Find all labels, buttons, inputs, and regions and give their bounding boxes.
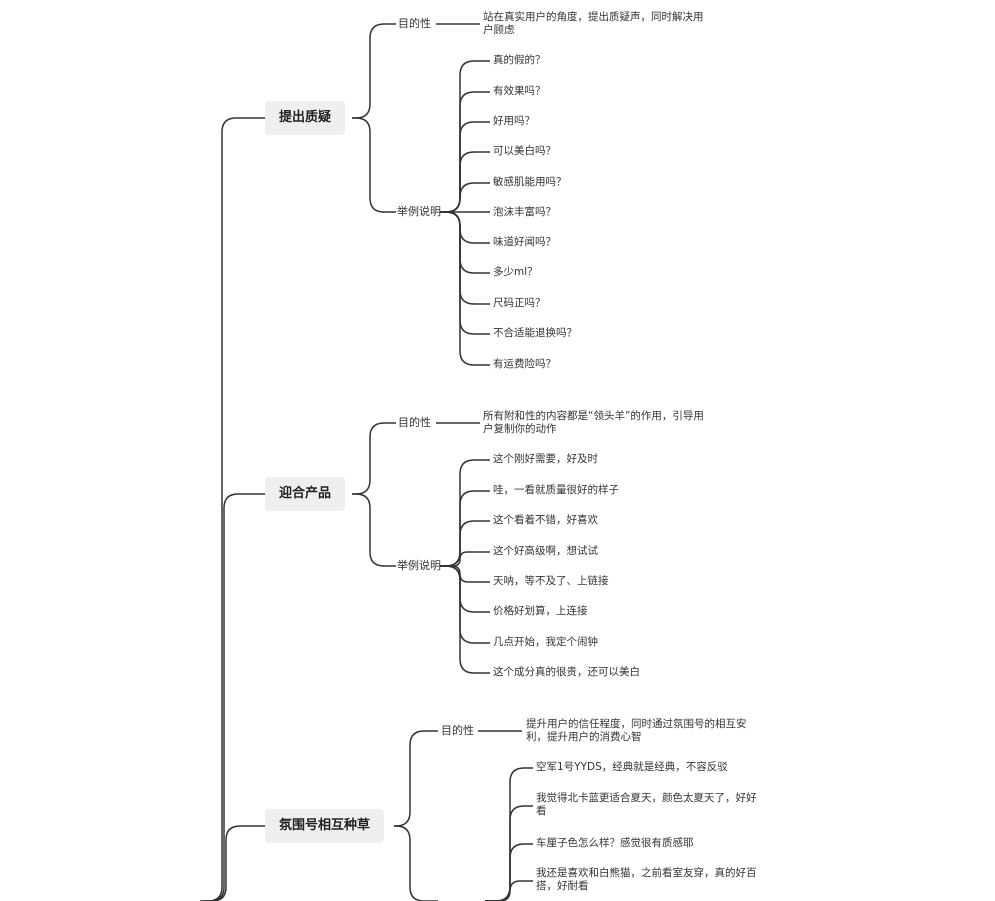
list-item: 空军1号YYDS，经典就是经典，不容反驳 (536, 761, 728, 773)
purpose-label: 目的性 (398, 17, 431, 30)
list-item: 敏感肌能用吗？ (493, 176, 567, 188)
connector (440, 211, 490, 366)
list-item: 可以美白吗？ (493, 145, 556, 157)
list-item: 价格好划算，上连接 (493, 605, 588, 617)
connector (440, 182, 490, 213)
list-item: 泡沫丰富吗？ (493, 206, 556, 218)
connector (485, 805, 533, 901)
topic-atmosphere-seeding[interactable]: 氛围号相互种草 (265, 809, 385, 843)
purpose-text: 提升用户的信任程度，同时通过氛围号的相互安利，提升用户的消费心智 (526, 718, 747, 743)
connector (394, 730, 438, 827)
connector (440, 121, 490, 213)
topic-cater-product[interactable]: 迎合产品 (265, 477, 346, 511)
list-item: 味道好闻吗？ (493, 236, 556, 248)
list-item: 几点开始，我定个闹钟 (493, 636, 598, 648)
list-item: 这个刚好需要，好及时 (493, 453, 598, 465)
connector (440, 551, 490, 567)
examples-label: 举例说明 (397, 205, 441, 218)
connector (352, 493, 396, 567)
list-item: 不合适能退换吗？ (493, 327, 577, 339)
list-item: 天呐，等不及了、上链接 (493, 575, 609, 587)
connector (352, 422, 396, 495)
list-item: 这个好高级啊，想试试 (493, 545, 598, 557)
connector (206, 825, 265, 901)
purpose-label: 目的性 (398, 416, 431, 429)
list-item: 车厘子色怎么样？感觉很有质感耶 (536, 837, 694, 849)
purpose-text: 所有附和性的内容都是“领头羊”的作用，引导用户复制你的动作 (483, 410, 704, 435)
list-item: 尺码正吗？ (493, 297, 546, 309)
list-item: 好用吗？ (493, 115, 535, 127)
list-item: 有效果吗？ (493, 85, 546, 97)
connector (440, 565, 490, 644)
purpose-label: 目的性 (441, 724, 474, 737)
list-item: 真的假的？ (493, 54, 546, 66)
list-item: 哇，一看就质量很好的样子 (493, 484, 619, 496)
list-item: 我觉得北卡蓝更适合夏天，颜色太夏天了，好好看 (536, 792, 757, 817)
connector (440, 459, 490, 567)
connector (200, 117, 265, 901)
connector (440, 211, 490, 244)
topic-raise-questions[interactable]: 提出质疑 (265, 101, 346, 135)
connector (440, 151, 490, 213)
connector (352, 117, 396, 213)
connector (440, 565, 490, 613)
list-item: 多少ml？ (493, 266, 538, 278)
list-item: 这个成分真的很贵，还可以美白 (493, 666, 640, 678)
examples-label: 举例说明 (397, 559, 441, 572)
connector (440, 520, 490, 567)
connector (485, 843, 533, 901)
list-item: 有运费险吗？ (493, 358, 556, 370)
connector (352, 23, 396, 119)
connector (440, 565, 490, 583)
purpose-text: 站在真实用户的角度，提出质疑声，同时解决用户顾虑 (483, 11, 704, 36)
connector (203, 493, 265, 901)
list-item: 这个看着不错，好喜欢 (493, 514, 598, 526)
connector (440, 60, 490, 213)
connector (394, 825, 438, 901)
connector (440, 211, 490, 305)
connector (440, 490, 490, 567)
list-item: 我还是喜欢和白熊猫，之前看室友穿，真的好百搭，好耐看 (536, 867, 757, 892)
connector (440, 565, 490, 674)
